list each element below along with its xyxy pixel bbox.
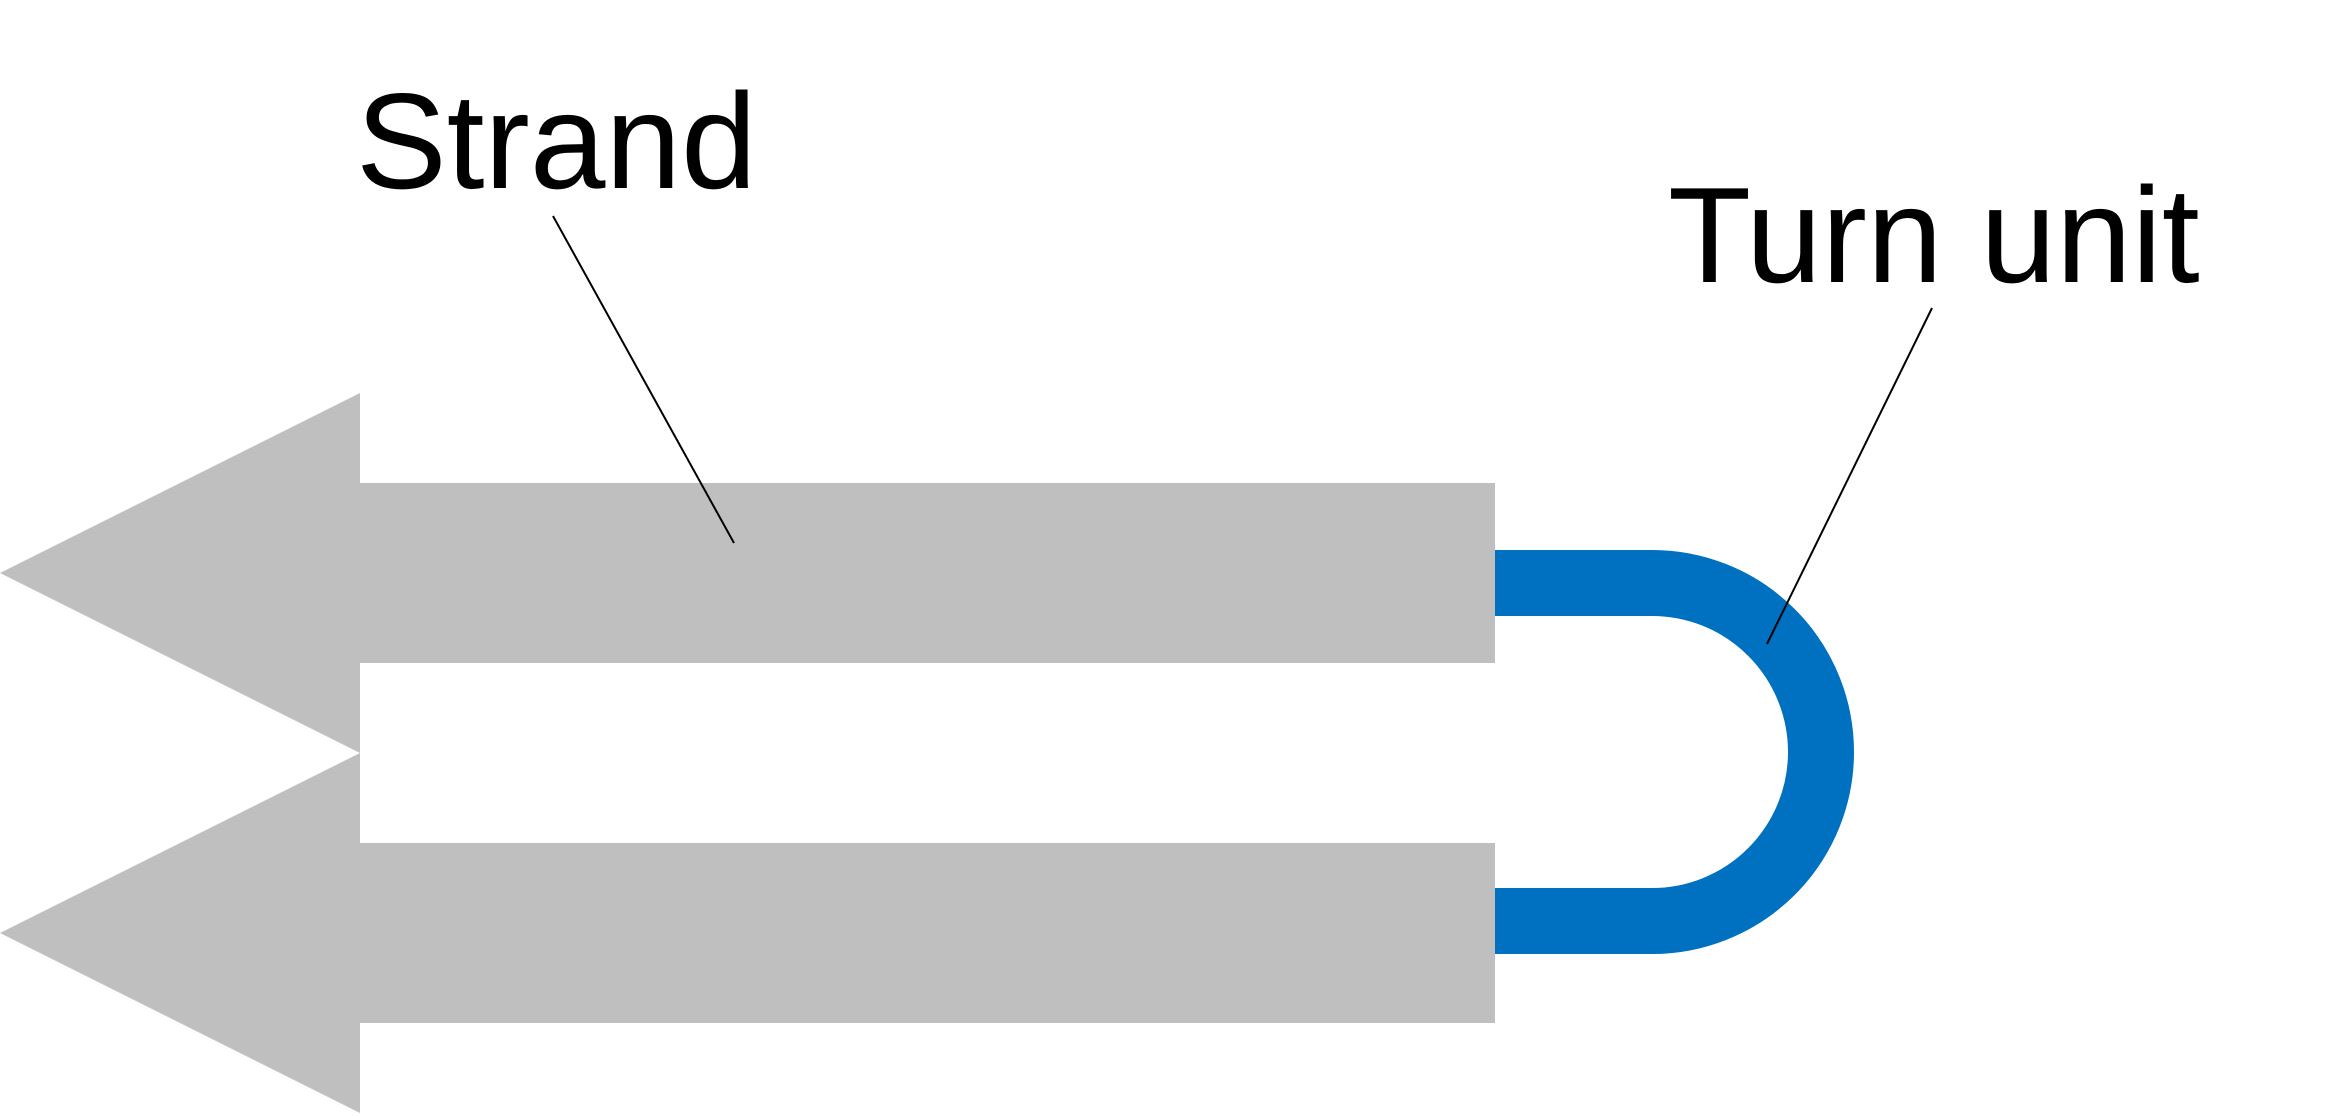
turn-unit-leader-line [1766, 307, 1933, 645]
strand-arrow-lower [0, 753, 1495, 1113]
turn-unit-label: Turn unit [1668, 159, 2200, 311]
strand-leader-line [552, 215, 735, 544]
turn-unit-connector [1495, 550, 1854, 954]
strand-arrow-upper [0, 393, 1495, 753]
strand-label: Strand [356, 65, 757, 217]
